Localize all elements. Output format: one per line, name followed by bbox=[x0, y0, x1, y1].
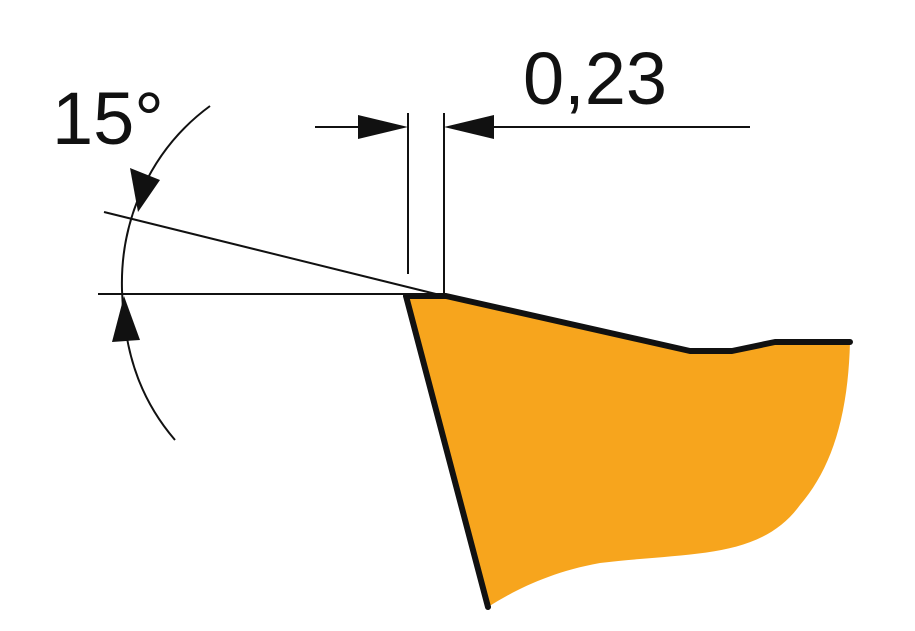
angle-arrow-upper bbox=[130, 168, 160, 212]
angle-label: 15° bbox=[52, 77, 164, 160]
angle-arc bbox=[120, 105, 211, 441]
angle-arrow-lower bbox=[112, 296, 140, 342]
insert-rake-edge bbox=[403, 293, 853, 354]
chamfer-angle-line bbox=[103, 211, 445, 297]
insert-flank-edge bbox=[403, 293, 491, 610]
dimension-arrow-left bbox=[358, 115, 408, 139]
width-label: 0,23 bbox=[523, 37, 667, 120]
insert-body bbox=[406, 296, 850, 607]
dimension-arrow-right bbox=[444, 115, 494, 139]
